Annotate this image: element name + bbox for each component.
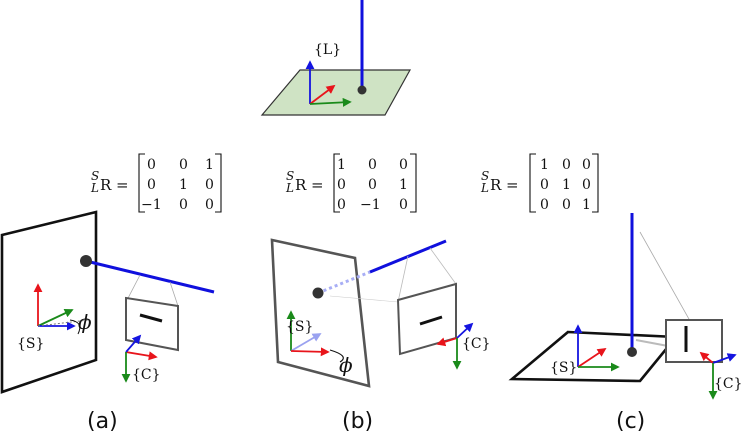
laser-point-top (357, 85, 367, 95)
matrix-a-sub: L (90, 181, 99, 195)
matrix-a: S L R = 0 0 1 0 1 0 −1 0 0 (90, 153, 222, 213)
matrix-c-cell-0-2: 0 (582, 157, 591, 173)
matrix-c-label: R = (490, 176, 519, 194)
projection-line-b-1 (429, 247, 457, 285)
matrix-a-cell-2-0: −1 (141, 197, 162, 213)
camera-image-b (396, 282, 457, 356)
matrix-c-cell-2-1: 0 (562, 197, 571, 213)
angle-arc-b (329, 349, 344, 363)
s-dashed-a (37, 319, 89, 327)
laser-point-c (627, 347, 637, 357)
matrix-c-sup: S (481, 169, 489, 183)
matrix-b-label: R = (295, 176, 324, 194)
matrix-a-cell-1-1: 1 (179, 177, 188, 193)
angle-arc-a (69, 319, 81, 335)
matrix-b-cell-2-2: 0 (399, 197, 408, 213)
laser-point-b (312, 287, 324, 299)
matrix-a-cell-2-2: 0 (205, 197, 214, 213)
matrix-b-cell-2-0: 0 (337, 197, 346, 213)
l-y-axis (309, 97, 352, 107)
projection-line-a-2 (169, 281, 179, 307)
matrix-c-cell-1-2: 0 (582, 177, 591, 193)
sensor-plane-a (0, 210, 98, 394)
sensor-frame-label-b: {S} (286, 319, 313, 335)
matrix-c-cell-1-1: 1 (562, 177, 571, 193)
laser-frame-group: {L} (260, 0, 412, 116)
panel-b: S L R = 1 0 0 0 0 1 0 −1 0 ϕ {S} (270, 153, 491, 434)
laser-plane (260, 69, 412, 116)
laser-beam-a (85, 259, 215, 294)
c-z-axis-c (712, 353, 737, 364)
sensor-plane-b (270, 238, 371, 388)
matrix-c-cell-0-0: 1 (540, 157, 549, 173)
camera-frame-label-b: {C} (462, 336, 491, 352)
matrix-c-cell-1-0: 0 (540, 177, 549, 193)
matrix-c-sub: L (480, 181, 489, 195)
matrix-c-cell-2-2: 1 (582, 197, 591, 213)
panel-caption-c: (c) (616, 409, 645, 434)
matrix-b: S L R = 1 0 0 0 0 1 0 −1 0 (285, 153, 417, 213)
s-x-axis-b (290, 347, 330, 357)
laser-point-a (80, 255, 92, 267)
matrix-b-cell-0-1: 0 (368, 157, 377, 173)
matrix-c: S L R = 1 0 0 0 1 0 0 0 1 (480, 153, 599, 213)
matrix-c-cell-0-1: 0 (562, 157, 571, 173)
c-z-axis-b (456, 322, 474, 339)
matrix-a-cell-2-1: 0 (179, 197, 188, 213)
projection-line-b-2 (397, 255, 409, 303)
matrix-c-cell-2-0: 0 (540, 197, 549, 213)
c-x-axis-b (436, 337, 458, 347)
s-y-axis-b (290, 333, 322, 352)
s-y-axis-a (37, 308, 74, 327)
matrix-b-cell-1-1: 0 (368, 177, 377, 193)
matrix-a-cell-1-2: 0 (205, 177, 214, 193)
angle-label-a: ϕ (78, 310, 92, 334)
laser-frame-label: {L} (314, 42, 341, 58)
l-x-axis (309, 84, 336, 105)
camera-image-c (665, 319, 723, 363)
matrix-b-cell-0-2: 0 (399, 157, 408, 173)
matrix-b-sup: S (286, 169, 294, 183)
matrix-a-cell-0-2: 1 (205, 157, 214, 173)
s-x-axis-c (577, 348, 607, 368)
camera-frame-label-a: {C} (132, 367, 161, 383)
camera-line-mark-a (139, 313, 163, 323)
matrix-a-label: R = (100, 176, 129, 194)
sensor-frame-label-a: {S} (17, 336, 44, 352)
panel-a: S L R = 0 0 1 0 1 0 −1 0 0 ϕ {S} (0, 153, 222, 434)
matrix-b-cell-1-0: 0 (337, 177, 346, 193)
matrix-a-cell-0-1: 0 (179, 157, 188, 173)
camera-line-mark-b (419, 315, 443, 326)
angle-label-b: ϕ (339, 353, 353, 377)
matrix-b-cell-2-1: −1 (360, 197, 381, 213)
c-x-axis-c (699, 351, 714, 364)
c-z-axis-a (125, 334, 142, 353)
camera-frame-label-c: {C} (714, 376, 743, 392)
panel-c: S L R = 1 0 0 0 1 0 0 0 1 {S} {C (480, 153, 743, 434)
panel-caption-b: (b) (342, 409, 373, 434)
matrix-a-sup: S (91, 169, 99, 183)
matrix-a-cell-0-0: 0 (147, 157, 156, 173)
matrix-a-cell-1-0: 0 (147, 177, 156, 193)
matrix-b-sub: L (285, 181, 294, 195)
panel-caption-a: (a) (87, 409, 118, 434)
matrix-b-cell-1-2: 1 (399, 177, 408, 193)
sensor-frame-label-c: {S} (550, 360, 577, 376)
projection-line-b-3 (329, 295, 399, 303)
matrix-b-cell-0-0: 1 (337, 157, 346, 173)
c-x-axis-a (125, 351, 158, 361)
